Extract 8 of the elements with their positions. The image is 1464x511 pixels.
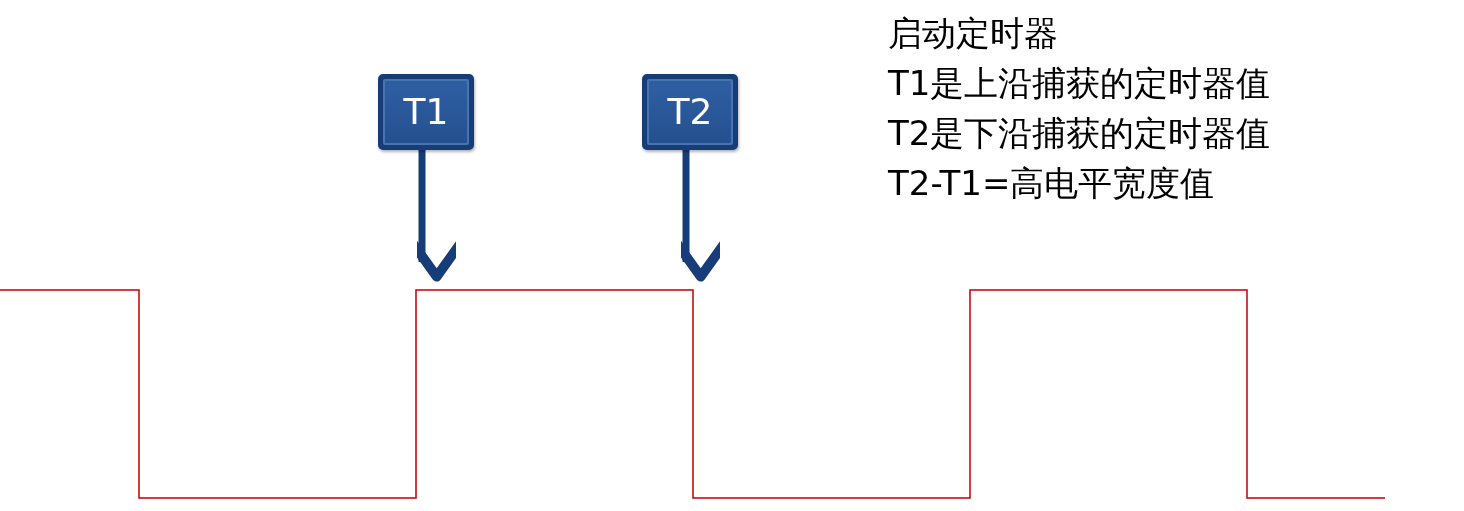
tag-label: T2 [667,94,713,130]
note-text: T1是上沿捕获的定时器值 [888,62,1271,105]
tag-label: T1 [403,94,449,130]
note-text: T2-T1=高电平宽度值 [888,162,1216,205]
note-text: T2是下沿捕获的定时器值 [888,112,1271,155]
note-text: 启动定时器 [888,12,1059,55]
label-tag [378,74,474,150]
label-tag [642,74,738,150]
